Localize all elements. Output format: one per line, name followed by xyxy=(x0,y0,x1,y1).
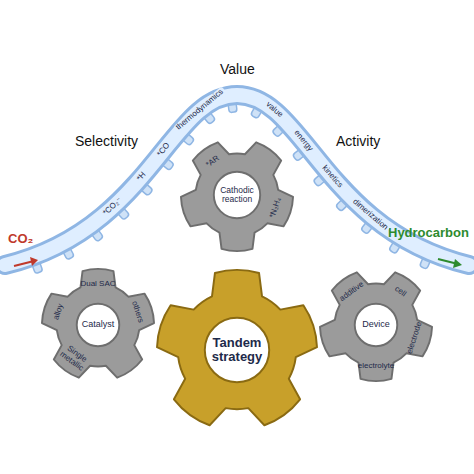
pipe-teeth xyxy=(32,101,432,274)
input-label: CO₂ xyxy=(8,232,33,246)
gear-title: Cathodic reaction xyxy=(216,186,258,205)
pipe-body xyxy=(5,95,469,265)
device-gear: Deviceadditivecellelectrodeelectrolyte xyxy=(318,267,434,383)
gear-body xyxy=(42,269,154,378)
output-arrow-head xyxy=(453,259,462,268)
axis-label: Selectivity xyxy=(75,134,138,149)
gear-tooth-label: Dual SAC xyxy=(80,280,115,289)
gear-body xyxy=(157,270,317,425)
axis-label: Value xyxy=(220,62,255,77)
pipe-border xyxy=(5,95,469,265)
gear-tooth-label: electrolyte xyxy=(358,361,394,370)
reaction-gear: Cathodic reaction*AR*N₂H₄ xyxy=(179,137,295,253)
gear-hole xyxy=(355,304,398,347)
gear-title: Device xyxy=(357,320,395,330)
tandem-gear: Tandem strategy xyxy=(155,268,319,432)
gear-hole xyxy=(77,304,120,347)
input-arrow xyxy=(14,261,34,266)
output-label: Hydrocarbon xyxy=(388,226,469,240)
input-arrow-head xyxy=(30,257,38,266)
gear-body xyxy=(181,142,293,251)
gear-title: Catalyst xyxy=(79,320,117,330)
catalyst-gear: CatalystDual SACothersalloySingle metall… xyxy=(40,267,156,383)
gear-hole xyxy=(214,172,260,218)
gear-hole xyxy=(205,318,269,382)
gear-body xyxy=(320,272,432,381)
axis-label: Activity xyxy=(336,134,380,149)
pipe-label: thermodynamics xyxy=(173,87,227,134)
gear-title: Tandem strategy xyxy=(207,336,267,365)
